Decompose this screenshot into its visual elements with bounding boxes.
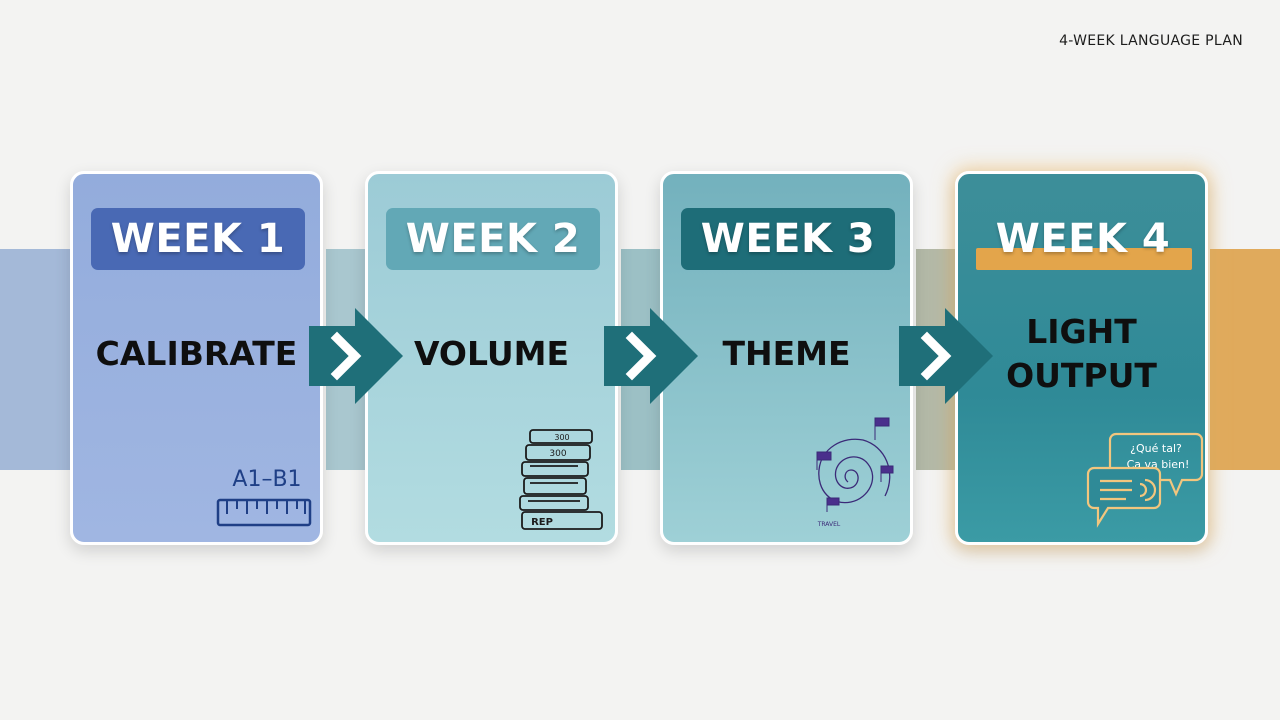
arrow-right-icon: [899, 308, 993, 404]
book-label: 300: [554, 433, 569, 442]
ruler-level-icon: A1–B1: [216, 467, 312, 527]
theme-label: TRAVEL: [817, 521, 841, 528]
spiral-flags-icon: TRAVEL: [816, 417, 894, 528]
week-3-phase: THEME: [722, 334, 851, 373]
book-label: 300: [549, 449, 566, 459]
timeline-band-left: [0, 249, 70, 470]
book-label: REP: [531, 517, 553, 528]
week-1-card: WEEK 1 CALIBRATE A1–B1: [70, 171, 323, 545]
week-4-phase-line-1: LIGHT: [1026, 312, 1137, 351]
arrow-right-icon: [604, 308, 698, 404]
arrow-right-icon: [309, 308, 403, 404]
page-title: 4-WEEK LANGUAGE PLAN: [1059, 33, 1243, 49]
week-1-phase: CALIBRATE: [95, 334, 298, 373]
week-4-card: WEEK 4 LIGHT OUTPUT ¿Qué tal? Ça va bien…: [955, 171, 1208, 545]
week-4-phase: LIGHT OUTPUT: [958, 310, 1205, 398]
week-1-badge: WEEK 1: [91, 208, 305, 270]
week-2-phase: VOLUME: [413, 334, 570, 373]
week-2-badge: WEEK 2: [386, 208, 600, 270]
week-4-phase-line-2: OUTPUT: [1006, 356, 1157, 395]
week-4-highlight-bar: [976, 248, 1192, 270]
level-range-label: A1–B1: [232, 467, 301, 492]
timeline-band-right: [1210, 249, 1280, 470]
week-3-badge: WEEK 3: [681, 208, 895, 270]
book-stack-icon: 300 300 REP: [519, 429, 603, 530]
week-3-card: WEEK 3 THEME TRAVEL: [660, 171, 913, 545]
speech-bubbles-icon: ¿Qué tal? Ça va bien!: [1086, 432, 1204, 528]
week-4-badge: WEEK 4: [995, 216, 1171, 262]
bubble-text-line-1: ¿Qué tal?: [1130, 442, 1182, 455]
